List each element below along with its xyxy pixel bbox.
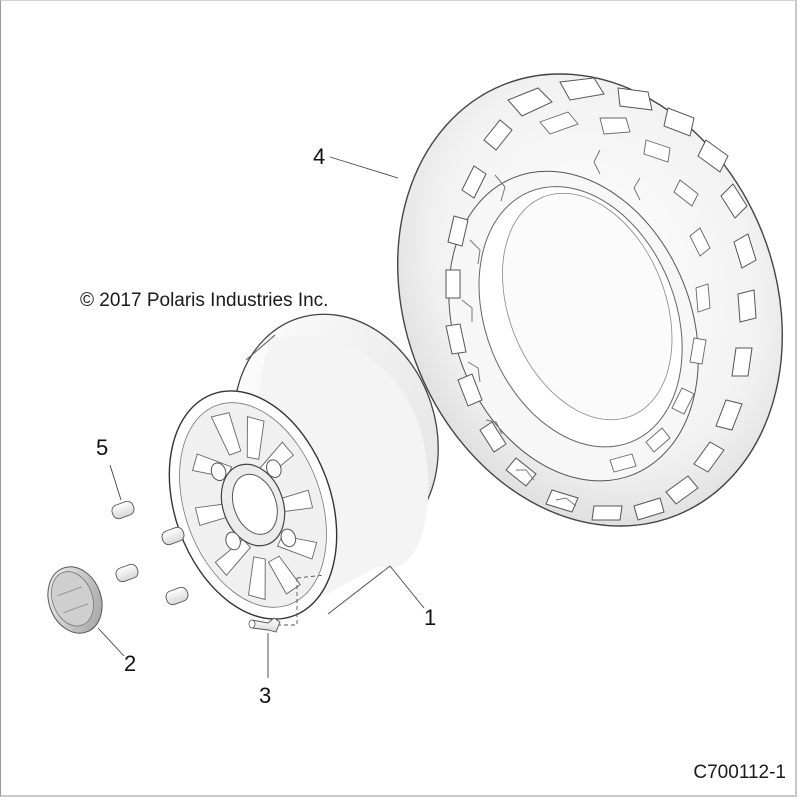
callout-5: 5	[96, 435, 109, 460]
valve-stem-part	[248, 617, 281, 633]
center-cap-part	[47, 566, 103, 634]
figure-id: C700112-1	[693, 762, 786, 783]
callout-2: 2	[124, 651, 137, 676]
tire-part	[397, 73, 783, 527]
lug-nuts-part	[111, 500, 189, 606]
callout-1: 1	[424, 605, 437, 630]
leader-lines	[97, 156, 425, 678]
copyright-notice: © 2017 Polaris Industries Inc.	[80, 290, 329, 311]
callout-4: 4	[313, 144, 326, 169]
callout-3: 3	[259, 683, 272, 708]
wheel-part	[168, 313, 439, 626]
